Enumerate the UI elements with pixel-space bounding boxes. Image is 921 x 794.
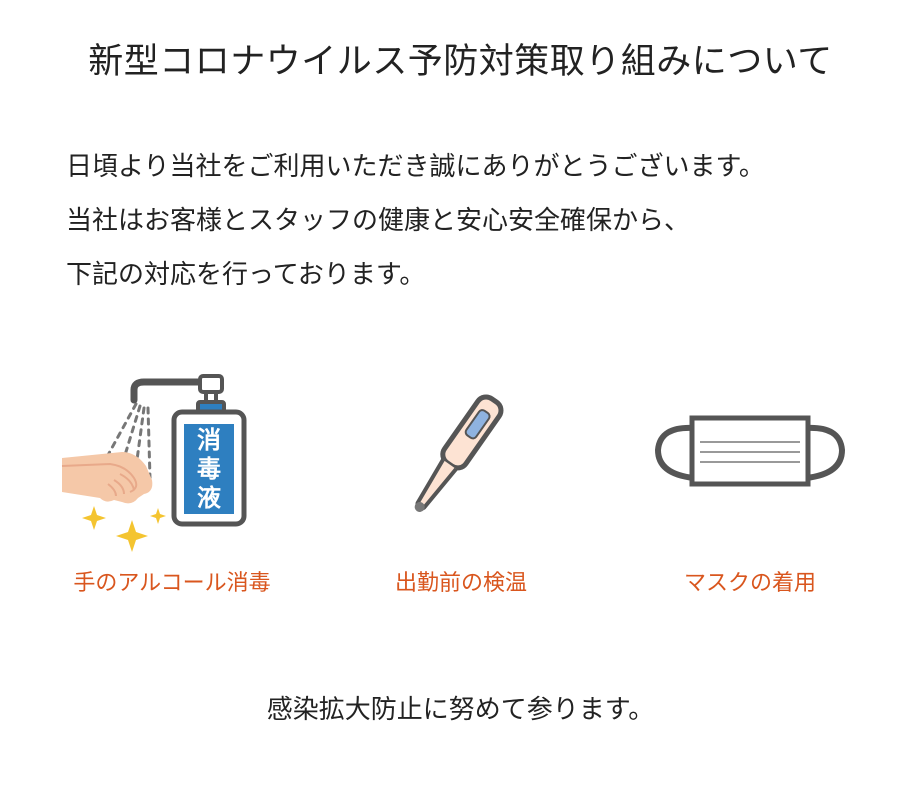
bottle-label-char: 液 — [197, 484, 221, 512]
measures-list: 消 毒 液 手のアルコール消毒 — [0, 370, 921, 610]
intro-line: 下記の対応を行っております。 — [66, 260, 426, 290]
intro-line: 日頃より当社をご利用いただき誠にありがとうございます。 — [66, 152, 765, 182]
face-mask-icon — [600, 370, 900, 560]
measure-hand-sanitizing: 消 毒 液 手のアルコール消毒 — [22, 370, 322, 610]
intro-message: 日頃より当社をご利用いただき誠にありがとうございます。 当社はお客様とスタッフの… — [66, 140, 906, 302]
bottle-label-char: 消 — [197, 426, 221, 454]
hand-sanitizer-icon: 消 毒 液 — [22, 370, 322, 560]
page-title: 新型コロナウイルス予防対策取り組みについて — [88, 42, 833, 82]
measure-mask-wearing: マスクの着用 — [600, 370, 900, 610]
thermometer-icon — [311, 370, 611, 560]
measure-label: 手のアルコール消毒 — [73, 571, 271, 596]
measure-label: 出勤前の検温 — [394, 571, 527, 596]
closing-message: 感染拡大防止に努めて参ります。 — [266, 695, 655, 725]
measure-temperature-check: 出勤前の検温 — [311, 370, 611, 610]
measure-label: マスクの着用 — [683, 571, 816, 596]
intro-line: 当社はお客様とスタッフの健康と安心安全確保から、 — [66, 206, 691, 236]
bottle-label-char: 毒 — [197, 455, 221, 483]
